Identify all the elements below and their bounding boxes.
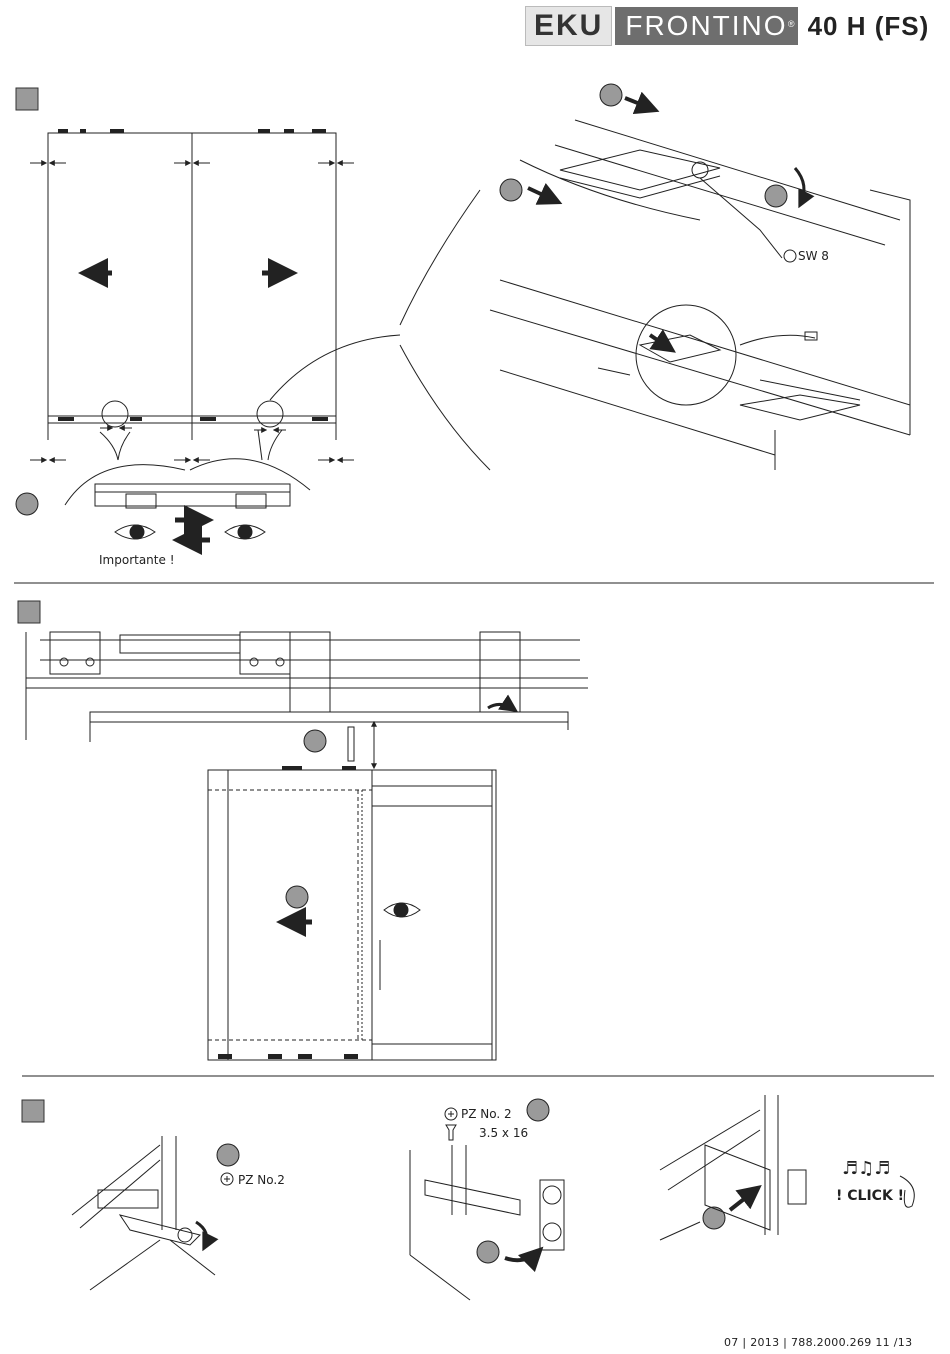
important-note: Importante ! bbox=[99, 553, 175, 567]
wrench-size-label: SW 8 bbox=[798, 249, 829, 263]
section-1-iso bbox=[490, 84, 910, 470]
section-1 bbox=[16, 88, 490, 540]
step-1-badge bbox=[16, 88, 38, 110]
step-2-badge bbox=[18, 601, 40, 623]
section-2 bbox=[18, 601, 588, 1060]
cabinet-side-view bbox=[208, 770, 496, 1060]
screw-size-label: 3.5 x 16 bbox=[479, 1126, 528, 1140]
screwdriver-label-b: PZ No. 2 bbox=[461, 1107, 512, 1121]
click-label: ! CLICK ! bbox=[836, 1188, 904, 1204]
step-3-badge bbox=[22, 1100, 44, 1122]
footer-info: 07 | 2013 | 788.2000.269 11 /13 bbox=[724, 1336, 912, 1349]
music-notes-icon: ♬♫♬ bbox=[842, 1158, 890, 1179]
section-3 bbox=[22, 1095, 914, 1300]
screwdriver-label-a: PZ No.2 bbox=[238, 1173, 285, 1187]
